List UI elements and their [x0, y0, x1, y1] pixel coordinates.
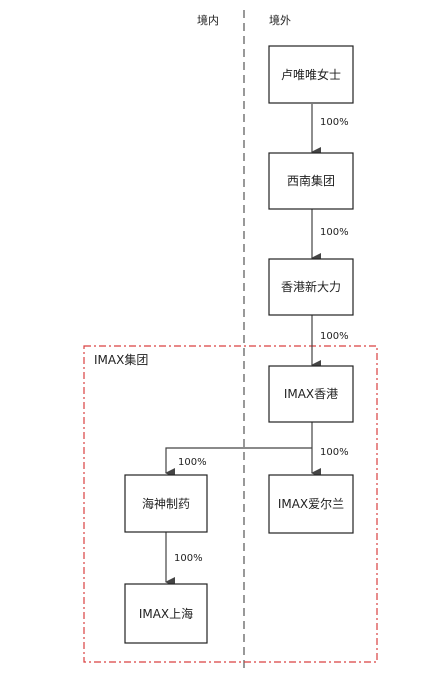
node-label: 海神制药: [142, 496, 190, 511]
node-haishen-pharma: 海神制药: [124, 474, 208, 533]
imax-group-boundary: [83, 345, 378, 663]
edge-label: 100%: [320, 227, 349, 238]
region-label-domestic: 境内: [197, 13, 219, 27]
edge-label: 100%: [174, 553, 203, 564]
node-imax-ireland: IMAX爱尔兰: [268, 474, 354, 534]
node-label: IMAX上海: [139, 606, 193, 621]
node-imax-shanghai: IMAX上海: [124, 583, 208, 644]
imax-group-label: IMAX集团: [94, 352, 148, 367]
edge-label: 100%: [320, 447, 349, 458]
edge-label: 100%: [320, 117, 349, 128]
node-label: 卢唯唯女士: [281, 67, 341, 82]
edge-label: 100%: [178, 457, 207, 468]
node-label: 香港新大力: [281, 279, 341, 294]
node-label: IMAX香港: [284, 387, 338, 401]
node-lu-weiwei: 卢唯唯女士: [268, 45, 354, 104]
node-label: 西南集团: [287, 173, 335, 188]
node-southwest-group: 西南集团: [268, 152, 354, 210]
node-imax-hk: IMAX香港: [268, 365, 354, 423]
edge-label: 100%: [320, 331, 349, 342]
node-label: IMAX爱尔兰: [278, 496, 344, 511]
edge-imax-hk-to-haishen: [165, 447, 312, 478]
region-label-overseas: 境外: [269, 13, 291, 27]
node-hk-xindali: 香港新大力: [268, 258, 354, 316]
